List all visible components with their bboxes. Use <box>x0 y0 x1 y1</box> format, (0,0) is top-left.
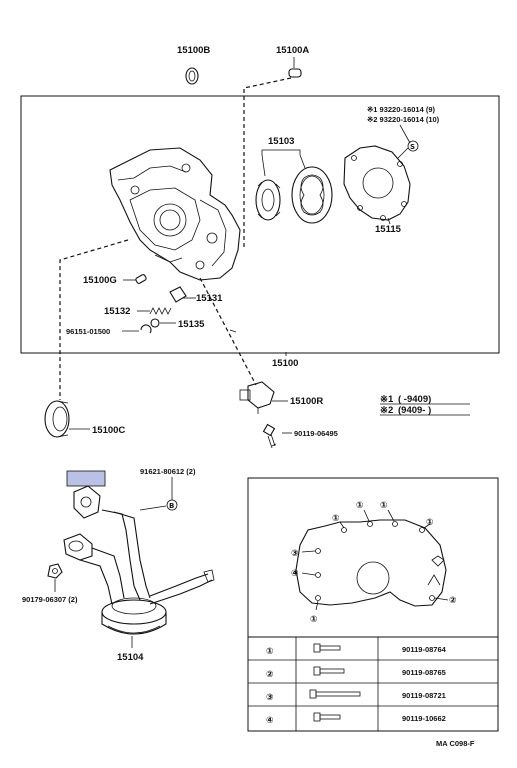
table-row: ① 90119-08764 <box>266 643 447 657</box>
legend-1-text: ( -9409) <box>398 394 431 405</box>
b-marker <box>166 499 178 511</box>
gasket-highlight-box[interactable] <box>66 470 106 487</box>
oil-pressure-sensor-15100R[interactable] <box>239 381 275 414</box>
label-15100C: 15100C <box>92 425 125 436</box>
label-15100A: 15100A <box>276 45 309 56</box>
plug-15135[interactable] <box>150 318 160 328</box>
b-marker-label: B <box>169 502 174 510</box>
label-90119-06495: 90119-06495 <box>294 429 338 438</box>
bolt-location-inset <box>247 477 499 638</box>
label-15103: 15103 <box>268 136 294 147</box>
inset-marker-1a: ① <box>332 514 340 524</box>
table-row-3-part: 90119-08721 <box>402 691 446 700</box>
bolt-icon <box>313 666 345 676</box>
inset-marker-1c: ① <box>380 501 388 511</box>
assembly-frame <box>20 95 500 354</box>
diagram-code: MA C098-F <box>436 739 475 748</box>
inset-marker-3: ③ <box>291 549 299 559</box>
spring-15132[interactable] <box>149 307 172 315</box>
table-row-4-part: 90119-10662 <box>402 714 446 723</box>
pump-cover-15115[interactable] <box>343 145 411 221</box>
oil-seal-15100B[interactable] <box>185 67 199 85</box>
label-96151-01500: 96151-01500 <box>66 327 110 336</box>
table-row: ④ 90119-10662 <box>266 712 446 726</box>
pin-15100A[interactable] <box>288 68 302 78</box>
table-row-1-part: 90119-08764 <box>402 645 447 654</box>
oil-strainer-15104[interactable] <box>63 509 215 635</box>
snap-ring-96151[interactable] <box>140 324 152 334</box>
label-15132: 15132 <box>104 306 130 317</box>
legend-2-mark: ※2 <box>380 405 393 416</box>
bolt-icon <box>309 689 361 699</box>
table-row: ③ 90119-08721 <box>266 689 446 703</box>
note-1: ※1 93220-16014 (9) <box>367 105 436 114</box>
label-15100B: 15100B <box>177 45 210 56</box>
inset-marker-1d: ① <box>426 518 434 528</box>
inset-cover-outline[interactable] <box>295 519 447 607</box>
dash-leader-15100R <box>199 277 257 386</box>
table-row: ② 90119-08765 <box>266 666 446 680</box>
table-row-1-mark: ① <box>266 647 274 657</box>
label-15131: 15131 <box>196 293 223 304</box>
label-91621-80612: 91621-80612 (2) <box>140 467 196 476</box>
table-row-3-mark: ③ <box>266 693 274 703</box>
table-row-4-mark: ④ <box>266 716 274 726</box>
dash-leader-15100A <box>243 77 292 250</box>
label-15104: 15104 <box>117 652 144 663</box>
strainer-gasket[interactable] <box>73 485 101 519</box>
label-15100G: 15100G <box>83 275 117 286</box>
bolt-icon <box>313 643 341 653</box>
label-15100: 15100 <box>272 358 298 369</box>
label-15135: 15135 <box>178 319 205 330</box>
inset-marker-2: ② <box>449 596 457 606</box>
oil-pump-body[interactable] <box>109 147 241 281</box>
bolt-table <box>247 636 499 732</box>
label-15115: 15115 <box>375 224 402 235</box>
table-row-2-mark: ② <box>266 670 274 680</box>
drive-rotor-15103[interactable] <box>255 179 281 221</box>
oil-seal-15100C[interactable] <box>44 400 70 438</box>
pin-15100G[interactable] <box>135 274 147 284</box>
bolt-90119-06495[interactable] <box>262 423 277 449</box>
relief-valve-15131[interactable] <box>169 286 187 303</box>
legend-1-mark: ※1 <box>380 394 394 405</box>
bolt-icon <box>313 712 341 722</box>
s-marker-label: S <box>410 143 415 151</box>
inset-marker-1e: ① <box>310 615 318 625</box>
label-15100R: 15100R <box>290 396 323 407</box>
label-90179-06307: 90179-06307 (2) <box>22 595 78 604</box>
legend-2-text: (9409- ) <box>398 405 431 416</box>
dash-leader-15100C <box>59 239 129 400</box>
s-marker <box>407 140 419 152</box>
nut-90179-06307[interactable] <box>47 563 63 579</box>
inset-marker-4: ④ <box>291 569 299 579</box>
note-2: ※2 93220-16014 (10) <box>367 115 440 124</box>
table-row-2-part: 90119-08765 <box>402 668 446 677</box>
driven-rotor-15103[interactable] <box>291 166 333 224</box>
inset-marker-1b: ① <box>356 501 364 511</box>
